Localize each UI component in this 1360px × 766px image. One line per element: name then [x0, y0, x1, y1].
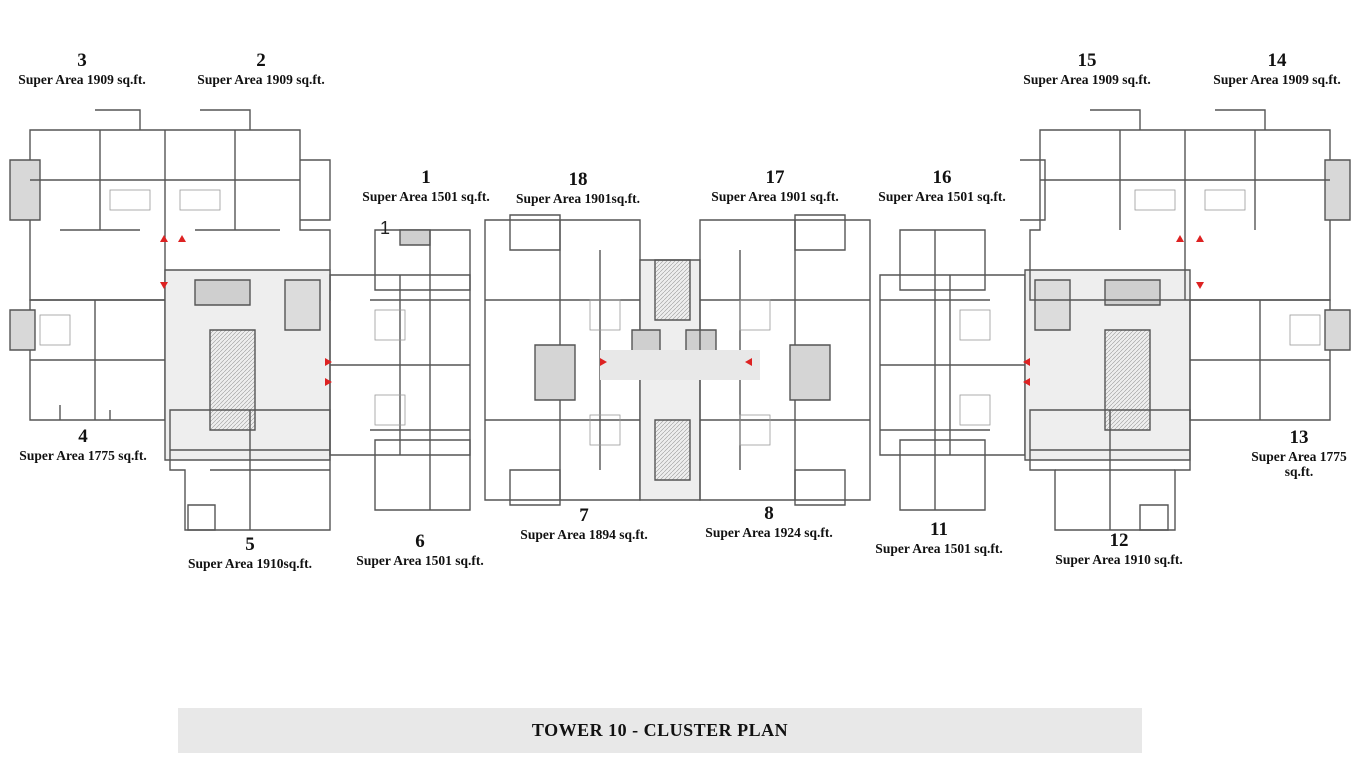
unit-13-label: 13 Super Area 1775 sq.ft.	[1242, 427, 1357, 480]
unit-number: 14	[1267, 50, 1287, 71]
plan-title: TOWER 10 - CLUSTER PLAN	[531, 720, 789, 740]
unit-area: Super Area 1894 sq.ft.	[520, 526, 648, 542]
cluster-floor-plan	[9, 109, 1351, 531]
unit-16-label: 16 Super Area 1501 sq.ft.	[878, 167, 1005, 204]
unit-number: 11	[930, 519, 948, 540]
unit-number: 3	[77, 50, 87, 71]
unit-number: 6	[415, 531, 425, 552]
unit-area: Super Area 1901 sq.ft.	[711, 188, 839, 204]
unit-area: Super Area 1909 sq.ft.	[1023, 71, 1151, 87]
unit-14-label: 14 Super Area 1909 sq.ft.	[1213, 50, 1340, 87]
unit-number: 1	[421, 167, 431, 188]
unit-area: Super Area 1924 sq.ft.	[705, 524, 833, 540]
unit-area: Super Area 1910sq.ft.	[187, 555, 313, 571]
unit-6-label: 6 Super Area 1501 sq.ft.	[356, 531, 483, 568]
unit-area: Super Area 1501 sq.ft.	[362, 188, 490, 204]
unit-number: 17	[765, 167, 785, 188]
stair-mark: 1	[380, 218, 391, 238]
unit-5-label: 5 Super Area 1910sq.ft.	[188, 534, 312, 571]
unit-area: Super Area 1901sq.ft.	[515, 190, 641, 206]
unit-18-label: 18 Super Area 1901sq.ft.	[516, 169, 640, 206]
unit-number: 8	[764, 503, 774, 524]
unit-area: Super Area 1909 sq.ft.	[197, 71, 325, 87]
unit-number: 4	[78, 426, 88, 447]
unit-15-label: 15 Super Area 1909 sq.ft.	[1023, 50, 1150, 87]
unit-1-label: 1 Super Area 1501 sq.ft.	[362, 167, 489, 204]
unit-number: 15	[1077, 50, 1097, 71]
unit-12-label: 12 Super Area 1910 sq.ft.	[1055, 530, 1182, 567]
title-bar: TOWER 10 - CLUSTER PLAN	[178, 708, 1142, 753]
unit-number: 5	[245, 534, 255, 555]
unit-number: 2	[256, 50, 266, 71]
unit-area: Super Area 1909 sq.ft.	[18, 71, 146, 87]
unit-area: Super Area 1775 sq.ft.	[1251, 448, 1347, 480]
unit-8-label: 8 Super Area 1924 sq.ft.	[705, 503, 832, 540]
unit-number: 16	[932, 167, 952, 188]
unit-11-label: 11 Super Area 1501 sq.ft.	[875, 519, 1002, 556]
unit-number: 12	[1109, 530, 1129, 551]
unit-17-label: 17 Super Area 1901 sq.ft.	[711, 167, 838, 204]
unit-area: Super Area 1501 sq.ft.	[356, 552, 484, 568]
unit-area: Super Area 1909 sq.ft.	[1213, 71, 1341, 87]
unit-3-label: 3 Super Area 1909 sq.ft.	[18, 50, 145, 87]
unit-number: 13	[1289, 427, 1309, 448]
unit-number: 7	[579, 505, 589, 526]
unit-7-label: 7 Super Area 1894 sq.ft.	[520, 505, 647, 542]
unit-area: Super Area 1910 sq.ft.	[1055, 551, 1183, 567]
unit-area: Super Area 1501 sq.ft.	[875, 540, 1003, 556]
unit-area: Super Area 1501 sq.ft.	[878, 188, 1006, 204]
unit-number: 18	[568, 169, 588, 190]
unit-area: Super Area 1775 sq.ft.	[19, 447, 147, 463]
unit-2-label: 2 Super Area 1909 sq.ft.	[197, 50, 324, 87]
unit-4-label: 4 Super Area 1775 sq.ft.	[19, 426, 146, 463]
